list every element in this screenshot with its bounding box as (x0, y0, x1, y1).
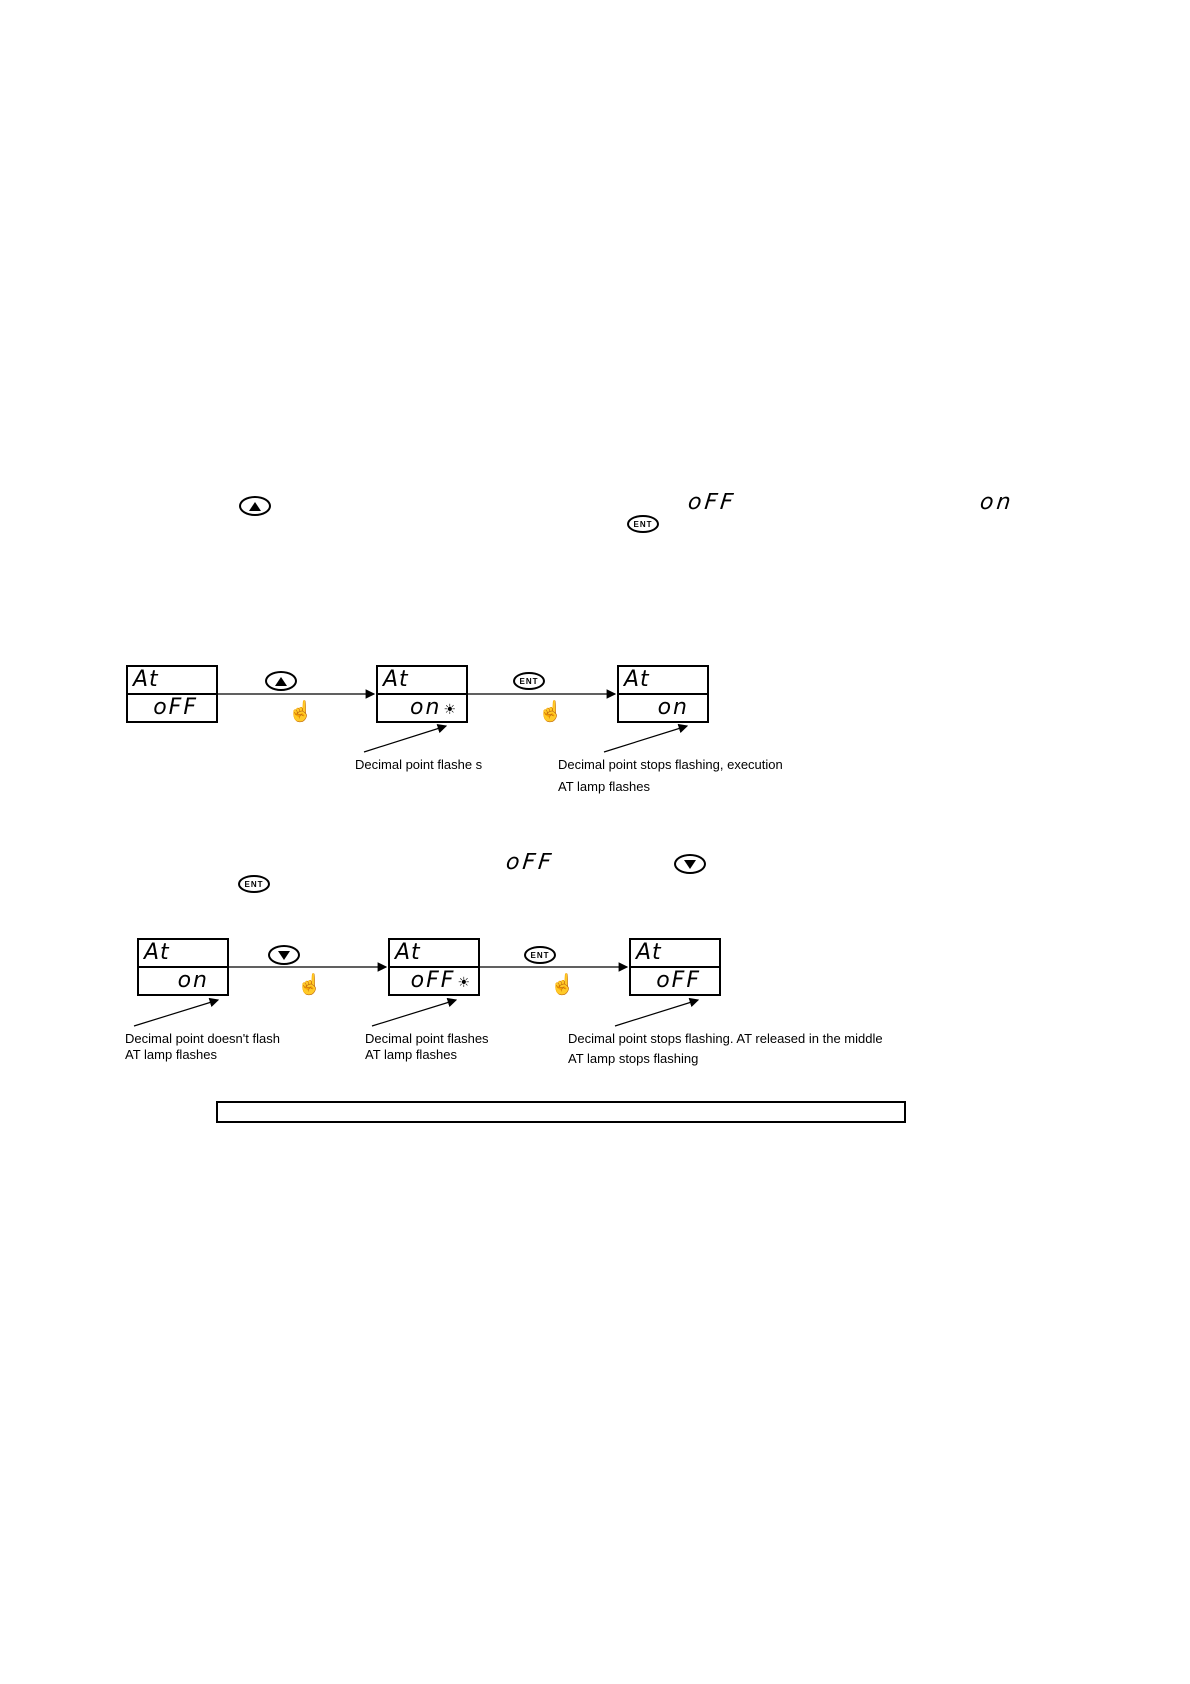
ent-button[interactable]: ENT (238, 875, 270, 893)
panel-value: oFF (656, 968, 701, 993)
panel-value: on (657, 695, 689, 720)
pointer-line (133, 997, 220, 1027)
up-arrow-icon (249, 501, 261, 511)
pointer-line (603, 723, 689, 753)
press-hand-icon: ☝ (288, 701, 313, 723)
panel-value: oFF☀ (390, 968, 478, 996)
panel-value: oFF (153, 695, 198, 720)
note-decimal-doesnt-flash: Decimal point doesn't flash (125, 1031, 280, 1046)
note-stops-flashing: Decimal point stops flashing, execution (558, 757, 783, 772)
ent-button-step[interactable]: ENT (524, 946, 556, 964)
panel-value: on☀ (378, 695, 466, 723)
down-button-step[interactable] (268, 945, 300, 965)
up-button-step[interactable] (265, 671, 297, 691)
display-panel-at-on: At on (137, 938, 229, 996)
display-panel-at-off: At oFF (629, 938, 721, 996)
up-arrow-icon (275, 676, 287, 686)
display-panel-at-on-flashing: At on☀ (376, 665, 468, 723)
note-at-lamp-flashes: AT lamp flashes (558, 779, 651, 794)
pointer-line (614, 997, 700, 1027)
note-stops-flashing-released: Decimal point stops flashing. AT release… (568, 1031, 883, 1046)
panel-parameter: At (378, 667, 466, 695)
press-hand-icon: ☝ (297, 974, 322, 996)
panel-parameter: At (390, 940, 478, 968)
panel-value-text: on (410, 695, 442, 720)
flash-icon: ☀ (457, 975, 472, 991)
panel-parameter: At (631, 940, 719, 968)
display-panel-at-off-flashing: At oFF☀ (388, 938, 480, 996)
note-decimal-flashes: Decimal point flashes (365, 1031, 489, 1046)
display-panel-at-off: At oFF (126, 665, 218, 723)
note-at-lamp-flashes: AT lamp flashes (125, 1047, 218, 1062)
flash-icon: ☀ (443, 702, 458, 718)
note-at-lamp-flashes: AT lamp flashes (365, 1047, 458, 1062)
panel-parameter: At (619, 667, 707, 695)
down-arrow-icon (278, 950, 290, 960)
panel-value: on (177, 968, 209, 993)
press-hand-icon: ☝ (550, 974, 575, 996)
panel-value-text: oFF (410, 968, 456, 993)
ent-button[interactable]: ENT (627, 515, 659, 533)
panel-parameter: At (128, 667, 216, 695)
display-panel-at-on: At on (617, 665, 709, 723)
down-arrow-icon (684, 859, 696, 869)
ent-button-step[interactable]: ENT (513, 672, 545, 690)
up-button[interactable] (239, 496, 271, 516)
press-hand-icon: ☝ (538, 701, 563, 723)
down-button[interactable] (674, 854, 706, 874)
empty-box (216, 1101, 906, 1123)
panel-parameter: At (139, 940, 227, 968)
note-at-lamp-stops: AT lamp stops flashing (568, 1051, 699, 1066)
note-decimal-flashes: Decimal point flashe s (355, 757, 483, 772)
pointer-line (371, 997, 458, 1027)
pointer-line (363, 723, 448, 753)
